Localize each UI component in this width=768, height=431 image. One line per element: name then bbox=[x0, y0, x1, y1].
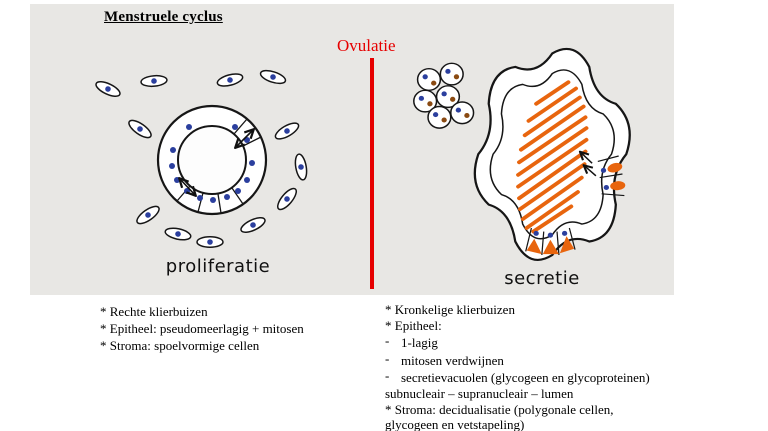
secretion-diagram bbox=[413, 47, 631, 262]
note-text: secretievacuolen (glycogeen en glycoprot… bbox=[401, 370, 650, 386]
secretion-notes: * Kronkelige klierbuizen * Epitheel: -1-… bbox=[385, 302, 650, 431]
proliferation-label: proliferatie bbox=[165, 256, 271, 277]
note-line: -mitosen verdwijnen bbox=[385, 351, 650, 369]
note-line: * Epitheel: pseudomeerlagig + mitosen bbox=[100, 321, 304, 336]
note-line: * Stroma: decidualisatie (polygonale cel… bbox=[385, 401, 614, 417]
note-line: -1-lagig bbox=[385, 333, 650, 351]
polygonal-stroma-cell-cluster bbox=[413, 62, 475, 129]
proliferation-diagram bbox=[95, 69, 308, 248]
pseudostratified-double-arrows bbox=[180, 130, 253, 195]
note-line: * Rechte klierbuizen bbox=[100, 304, 208, 319]
note-line: * Stroma: spoelvormige cellen bbox=[100, 338, 260, 353]
dash-marker: - bbox=[385, 368, 390, 384]
note-line: subnucleair – supranucleair – lumen bbox=[385, 385, 574, 401]
coiled-gland-wall bbox=[473, 47, 631, 262]
note-line: -secretievacuolen (glycogeen en glycopro… bbox=[385, 368, 650, 386]
proliferation-notes: * Rechte klierbuizen * Epitheel: pseudom… bbox=[100, 303, 304, 354]
note-text: 1-lagig bbox=[401, 335, 438, 351]
basal-secretory-cells bbox=[525, 227, 576, 256]
ovulation-divider-line bbox=[370, 58, 374, 289]
secretion-hatching bbox=[516, 80, 589, 234]
stroma-spindle-cells bbox=[95, 69, 308, 248]
note-line: glycogeen en vetstapeling) bbox=[385, 417, 525, 431]
note-line: * Kronkelige klierbuizen bbox=[385, 302, 515, 317]
ovulation-label: Ovulatie bbox=[337, 36, 396, 55]
dash-marker: - bbox=[385, 350, 390, 366]
dash-marker: - bbox=[385, 333, 390, 349]
lateral-secretory-cells bbox=[597, 155, 626, 197]
note-text: mitosen verdwijnen bbox=[401, 352, 504, 368]
secretion-label: secretie bbox=[504, 268, 580, 289]
secretion-direction-arrows bbox=[581, 152, 597, 177]
note-line: * Epitheel: bbox=[385, 317, 442, 333]
slide-title: Menstruele cyclus bbox=[104, 9, 223, 25]
